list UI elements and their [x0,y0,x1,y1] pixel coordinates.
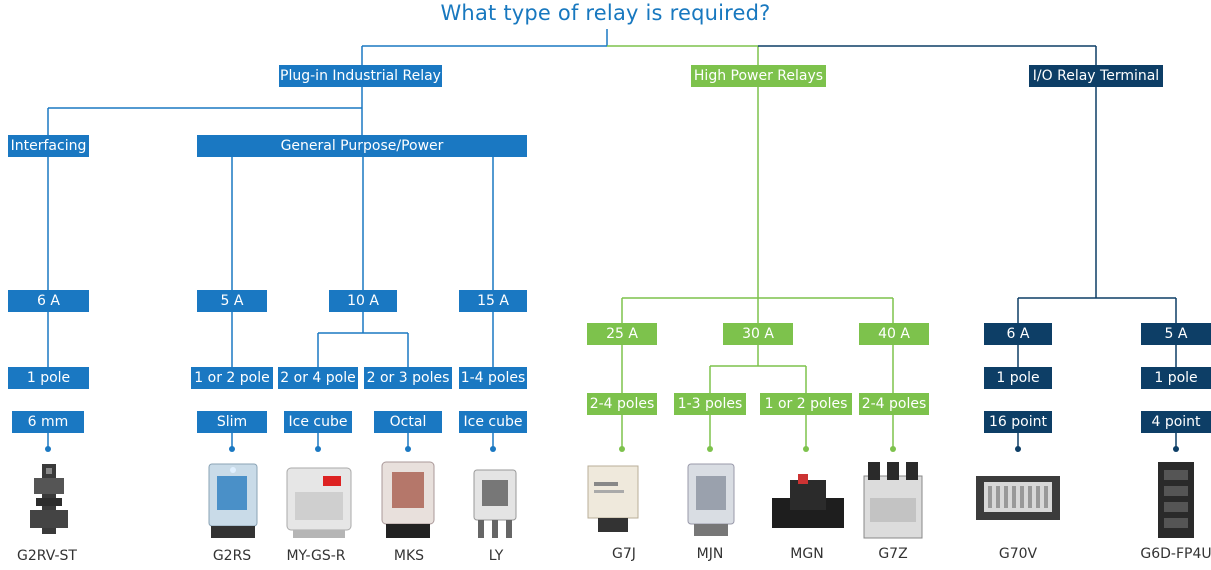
poles-box: 2-4 poles [587,393,657,415]
current-box: 5 A [197,290,267,312]
poles-box: 1-4 poles [459,367,527,389]
g6d-fp4u-terminal-image [1158,462,1194,538]
diagram-title: What type of relay is required? [440,1,771,25]
g7z-relay-image [863,462,923,539]
current-box: 6 A [984,323,1052,345]
feature-box: Ice cube [459,411,527,433]
ly-relay-image [473,469,517,538]
poles-box: 1 or 2 pole [191,367,273,389]
g2rs-relay-image [208,463,258,538]
poles-box: 1-3 poles [674,393,746,415]
product-label: MKS [393,548,425,564]
category-io-relay-terminal: I/O Relay Terminal [1029,65,1163,87]
product-label: G6D-FP4U [1140,546,1211,562]
category-high-power-relays: High Power Relays [691,65,826,87]
product-label: G2RV-ST [17,548,77,564]
current-box: 25 A [587,323,657,345]
my-gs-r-relay-image [286,467,352,538]
plugin-connectors [47,29,608,448]
product-label: LY [488,548,504,564]
mks-relay-image [381,461,435,538]
io-connectors [758,45,1177,448]
mjn-relay-image [687,463,735,536]
current-box: 5 A [1141,323,1211,345]
current-box: 30 A [723,323,793,345]
feature-box: 6 mm [12,411,84,433]
poles-box: 2 or 4 pole [278,367,358,389]
product-label: MGN [790,546,824,562]
feature-box: 4 point [1141,411,1211,433]
poles-box: 1 pole [984,367,1052,389]
product-label: G7Z [878,546,908,562]
feature-box: Ice cube [284,411,352,433]
poles-box: 2 or 3 poles [364,367,452,389]
current-box: 40 A [859,323,929,345]
current-box: 10 A [329,290,397,312]
poles-box: 1 or 2 poles [760,393,852,415]
high-power-connectors [607,45,894,448]
current-box: 6 A [8,290,89,312]
product-label: MY-GS-R [286,548,346,564]
product-label: MJN [696,546,724,562]
feature-box: Slim [197,411,267,433]
current-box: 15 A [459,290,527,312]
category-plugin-industrial-relay: Plug-in Industrial Relay [279,65,442,87]
product-label: G7J [612,546,636,562]
g70v-terminal-image [976,476,1060,520]
product-label: G70V [998,546,1038,562]
product-label: G2RS [212,548,252,564]
mgn-relay-image [772,474,844,528]
g2rv-st-relay-image [30,464,68,534]
poles-box: 1 pole [1141,367,1211,389]
subcategory-general-purpose-power: General Purpose/Power [197,135,527,157]
feature-box: 16 point [984,411,1052,433]
feature-box: Octal [374,411,442,433]
poles-box: 1 pole [8,367,89,389]
subcategory-interfacing: Interfacing [8,135,89,157]
terminal-dots [45,446,1179,452]
poles-box: 2-4 poles [859,393,929,415]
g7j-relay-image [587,465,639,532]
